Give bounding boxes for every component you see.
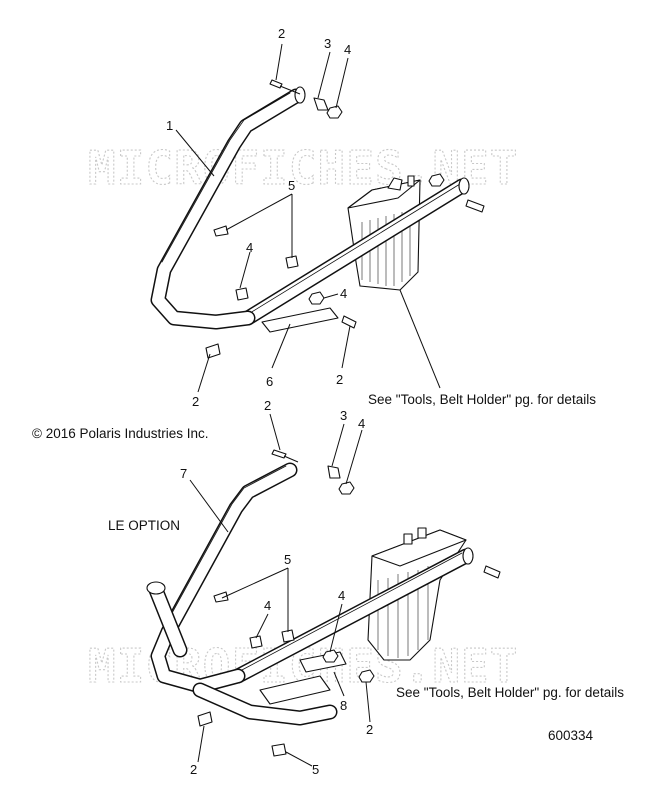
watermark-top: MICROFICHES.NET	[88, 141, 518, 195]
callout-4f: 4	[338, 588, 345, 603]
callout-5c: 5	[312, 762, 319, 777]
callout-2a: 2	[278, 26, 285, 41]
callout-3a: 3	[324, 36, 331, 51]
callout-2e: 2	[366, 722, 373, 737]
bracket-8	[259, 675, 331, 705]
callout-4e: 4	[264, 598, 271, 613]
callout-8: 8	[340, 698, 347, 713]
callout-2b: 2	[192, 394, 199, 409]
top-assembly: 2 3 4 1 5 4 4 2 6 2	[150, 26, 485, 409]
callout-1: 1	[166, 118, 173, 133]
clip-icon	[213, 225, 229, 237]
option-label: LE OPTION	[108, 518, 180, 533]
callout-4b: 4	[246, 240, 253, 255]
callout-7: 7	[180, 466, 187, 481]
callout-4a: 4	[344, 42, 351, 57]
callout-5b: 5	[284, 552, 291, 567]
bolt-icon	[269, 79, 301, 95]
tools-note-bottom: See "Tools, Belt Holder" pg. for details	[396, 685, 624, 700]
callout-5a: 5	[288, 178, 295, 193]
tools-note-top: See "Tools, Belt Holder" pg. for details	[368, 392, 596, 407]
callout-3b: 3	[340, 408, 347, 423]
copyright: © 2016 Polaris Industries Inc.	[32, 426, 209, 441]
callout-4c: 4	[340, 286, 347, 301]
callout-4d: 4	[358, 416, 365, 431]
bracket-3-top	[313, 97, 329, 111]
rail-end-cap	[294, 86, 306, 104]
callout-6: 6	[266, 374, 273, 389]
main-rail-top	[150, 88, 304, 330]
bracket-6	[261, 307, 339, 333]
callout-2d: 2	[264, 398, 271, 413]
figure-number: 600334	[548, 728, 594, 743]
nut-icon	[326, 105, 343, 119]
callout-2f: 2	[190, 762, 197, 777]
bottom-assembly: 2 3 4 7 5 4 4 8 2 2 5	[146, 398, 501, 777]
callout-2c: 2	[336, 372, 343, 387]
